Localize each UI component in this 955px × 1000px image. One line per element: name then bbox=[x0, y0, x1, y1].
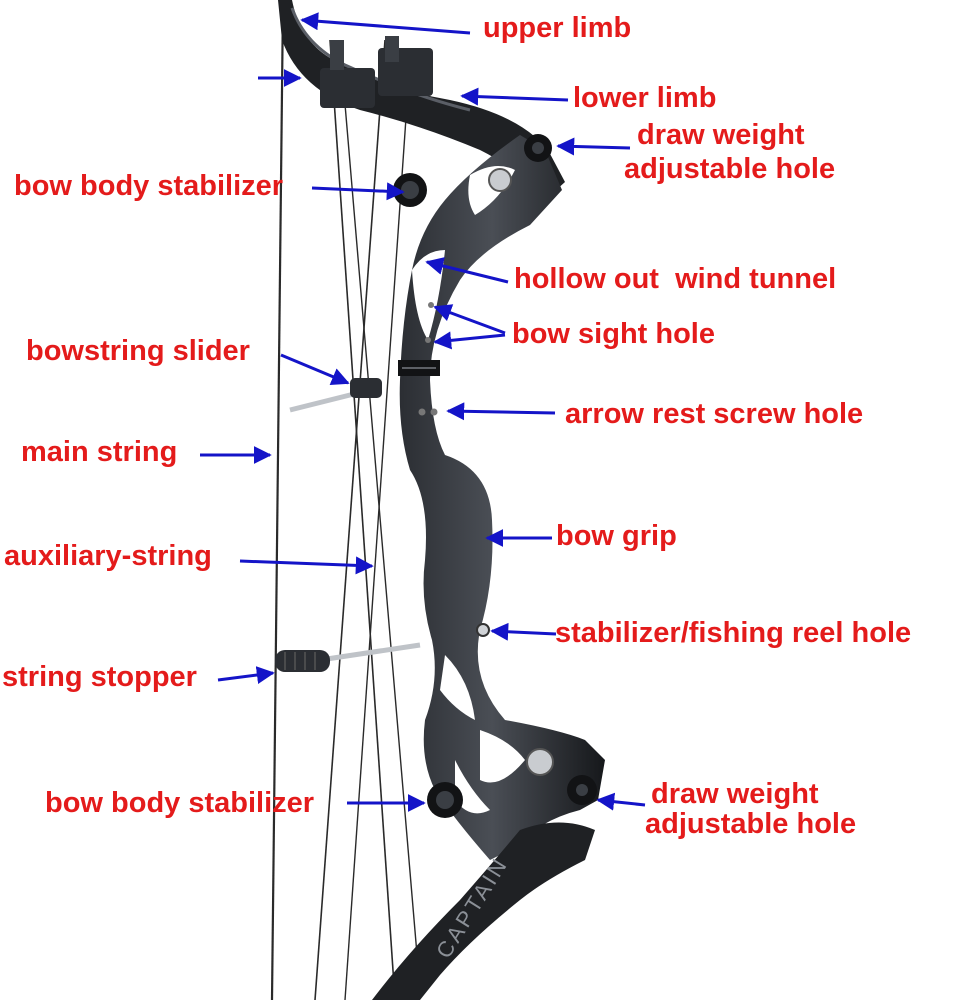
draw-weight-hole-bottom bbox=[567, 775, 597, 805]
label-draw-weight-top-2: adjustable hole bbox=[624, 153, 836, 185]
label-fishing-reel-hole: stabilizer/fishing reel hole bbox=[555, 617, 912, 649]
label-hollow-wind-tunnel: hollow out wind tunnel bbox=[514, 263, 837, 295]
label-bow-body-stabilizer-bottom: bow body stabilizer bbox=[45, 787, 315, 819]
label-draw-weight-bottom-1: draw weight bbox=[651, 778, 819, 810]
callout-arrows bbox=[200, 12, 646, 812]
arrow-sight-hole-2 bbox=[433, 331, 506, 350]
arrow-draw-weight-top bbox=[556, 137, 631, 156]
label-draw-weight-top-1: draw weight bbox=[637, 119, 805, 151]
upper-limb-highlight bbox=[290, 7, 471, 112]
upper-cam bbox=[320, 36, 433, 108]
label-lower-limb: lower limb bbox=[573, 82, 717, 114]
lower-limb bbox=[372, 822, 595, 1000]
arrow-lower-limb bbox=[460, 87, 569, 106]
label-upper-limb: upper limb bbox=[483, 12, 632, 44]
bow-sight-hole bbox=[428, 302, 434, 308]
arrow-string-stopper bbox=[217, 666, 275, 684]
arrow-fishing-reel-hole bbox=[490, 622, 557, 641]
string-stopper bbox=[275, 642, 421, 672]
label-bow-sight-hole: bow sight hole bbox=[512, 318, 715, 350]
arrow-arrow-rest bbox=[446, 402, 556, 421]
arrow-auxiliary-string bbox=[239, 556, 374, 575]
stabilizer-top bbox=[393, 173, 427, 207]
label-arrow-rest-screw-hole: arrow rest screw hole bbox=[565, 398, 864, 430]
label-draw-weight-bottom-2: adjustable hole bbox=[645, 808, 857, 840]
label-main-string: main string bbox=[21, 436, 178, 468]
bowstring-slider bbox=[289, 378, 382, 413]
arrow-rest-screw-hole bbox=[418, 408, 426, 416]
auxiliary-string-c bbox=[339, 44, 421, 991]
arrow-upper-limb bbox=[300, 12, 471, 35]
label-bow-body-stabilizer-top: bow body stabilizer bbox=[14, 170, 284, 202]
label-bow-grip: bow grip bbox=[556, 520, 677, 552]
stabilizer-fishing-reel-hole bbox=[476, 623, 490, 637]
silver-knob-top bbox=[488, 168, 512, 192]
arrow-rest-screw-hole-2 bbox=[430, 408, 438, 416]
strings bbox=[270, 0, 421, 1000]
arrow-wind-tunnel bbox=[425, 257, 509, 284]
main-string bbox=[270, 0, 285, 1000]
draw-weight-hole-top bbox=[524, 134, 552, 162]
arrow-bowstring-slider bbox=[280, 353, 350, 386]
auxiliary-string-a bbox=[329, 39, 396, 1000]
label-bowstring-slider: bowstring slider bbox=[26, 335, 250, 367]
auxiliary-string-b bbox=[314, 39, 386, 1000]
silver-knob-bottom bbox=[526, 748, 554, 776]
upper-limb bbox=[278, 0, 565, 200]
arrow-stabilizer-top bbox=[311, 182, 405, 201]
bow-sight-hole-2 bbox=[425, 337, 431, 343]
auxiliary-string-d bbox=[344, 59, 411, 1000]
stabilizer-bottom bbox=[427, 782, 463, 818]
arrow-draw-weight-bottom bbox=[596, 792, 646, 811]
label-auxiliary-string: auxiliary-string bbox=[4, 540, 212, 572]
arrow-sight-hole-1 bbox=[433, 304, 506, 335]
label-string-stopper: string stopper bbox=[2, 661, 197, 693]
